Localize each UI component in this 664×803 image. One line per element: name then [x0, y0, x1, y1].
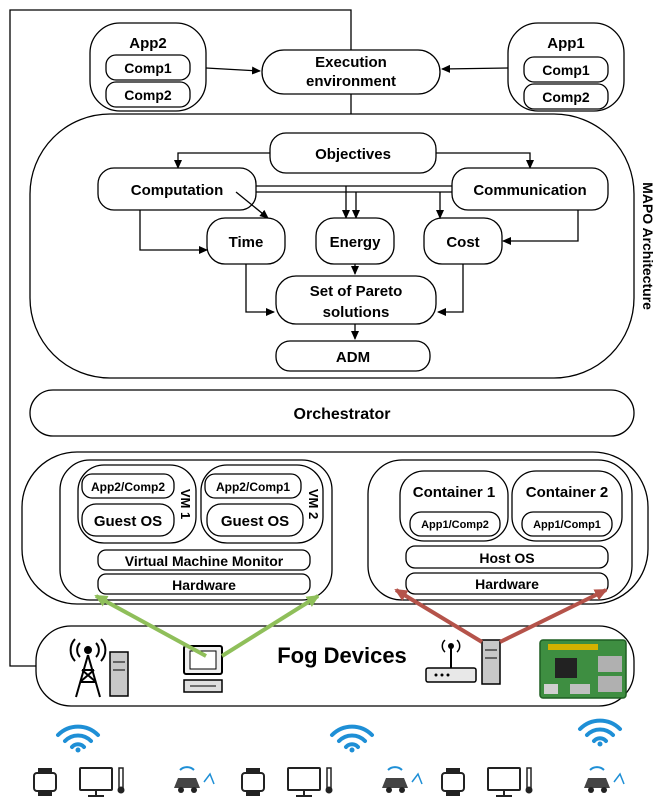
adm-label: ADM	[336, 349, 370, 366]
server-icon	[109, 651, 129, 697]
vm2-label: VM 2	[306, 489, 321, 519]
green-arrow-right	[220, 594, 320, 658]
vm2-app-box	[204, 473, 302, 499]
pareto-line1: Set of Pareto	[310, 283, 403, 300]
smartwatch-icon-1	[33, 768, 57, 796]
app1-to-exec-arrow	[441, 64, 509, 73]
cost-label: Cost	[446, 234, 479, 251]
smartwatch-icon-3	[441, 768, 465, 796]
container-hardware-label: Hardware	[475, 576, 539, 592]
vm2-app: App2/Comp1	[216, 480, 290, 494]
server-tower-icon	[481, 639, 501, 685]
container1-app-box	[409, 511, 501, 537]
app2-to-exec-arrow	[205, 66, 261, 75]
execution-line1: Execution	[315, 54, 387, 71]
container1-app: App1/Comp2	[421, 519, 489, 531]
execution-line2: environment	[306, 73, 396, 90]
mapo-label: MAPO Architecture	[640, 182, 656, 310]
app1-comp2: Comp2	[542, 89, 590, 105]
app1-comp1-box	[523, 56, 609, 83]
vm-hardware-box	[97, 573, 311, 595]
communication-label: Communication	[473, 182, 586, 199]
app2-comp2-box	[105, 81, 191, 108]
time-to-pareto-arrow	[245, 264, 275, 316]
container-hardware-box	[405, 572, 609, 595]
vm-hardware-label: Hardware	[172, 577, 236, 593]
monitor-thermometer-icon-3	[487, 767, 533, 797]
container2-app-box	[521, 511, 613, 537]
app1-comp1: Comp1	[542, 62, 590, 78]
container2-app: App1/Comp1	[533, 519, 601, 531]
adm-box	[275, 340, 431, 372]
vm1-guest-os-box	[81, 503, 175, 537]
app2-comp2: Comp2	[124, 87, 172, 103]
obj-to-communication-arrow	[436, 152, 534, 169]
feedback-arrow	[9, 9, 355, 667]
router-icon	[425, 639, 477, 683]
computation-box	[97, 167, 257, 211]
wifi-icon-right	[578, 718, 622, 747]
pareto-box	[275, 275, 437, 325]
connected-car-icon-3	[584, 766, 625, 793]
container1-label: Container 1	[413, 484, 496, 501]
communication-to-cost-arrow	[502, 210, 579, 245]
container2-label: Container 2	[526, 484, 609, 501]
app2-comp1-box	[105, 54, 191, 81]
desktop-computer-icon	[183, 645, 223, 693]
vm1-app: App2/Comp2	[91, 480, 165, 494]
red-arrow-right	[499, 588, 608, 644]
orchestrator-box	[29, 389, 635, 437]
connected-car-icon-1	[174, 766, 215, 793]
cell-tower-icon	[69, 638, 107, 698]
computation-label: Computation	[131, 182, 223, 199]
app2-comp1: Comp1	[124, 60, 172, 76]
time-label: Time	[229, 234, 264, 251]
vm1-label: VM 1	[178, 489, 193, 519]
host-os-label: Host OS	[479, 550, 534, 566]
vm2-guest-os-box	[206, 503, 304, 537]
comp-to-time-arrow	[235, 191, 269, 219]
pareto-line2: solutions	[323, 304, 390, 321]
communication-box	[451, 167, 609, 211]
monitor-thermometer-icon-1	[79, 767, 125, 797]
app1-comp2-box	[523, 83, 609, 110]
objectives-label: Objectives	[315, 146, 391, 163]
orchestrator-label: Orchestrator	[294, 406, 391, 423]
app2-title: App2	[129, 35, 167, 52]
connected-car-icon-2	[382, 766, 423, 793]
vmm-label: Virtual Machine Monitor	[125, 553, 284, 569]
monitor-thermometer-icon-2	[287, 767, 333, 797]
wifi-icon-middle	[330, 724, 374, 753]
vm1-guest-os: Guest OS	[94, 513, 162, 530]
vm1-app-box	[81, 473, 175, 499]
energy-label: Energy	[330, 234, 382, 251]
app1-title: App1	[547, 35, 585, 52]
app1-group: App1 Comp1 Comp2	[507, 22, 625, 112]
wifi-icon-left	[56, 724, 100, 753]
computation-to-time-arrow	[139, 210, 208, 254]
green-arrow-left	[94, 594, 207, 658]
smartwatch-icon-2	[241, 768, 265, 796]
vm2-guest-os: Guest OS	[221, 513, 289, 530]
red-arrow-left	[394, 588, 484, 644]
fog-devices-label: Fog Devices	[277, 643, 407, 668]
obj-to-computation-arrow	[174, 152, 270, 169]
raspberry-pi-board-icon	[539, 639, 627, 699]
cost-to-pareto-arrow	[437, 264, 464, 316]
vmm-box	[97, 549, 311, 571]
app2-group: App2 Comp1 Comp2	[89, 22, 207, 112]
host-os-box	[405, 545, 609, 569]
